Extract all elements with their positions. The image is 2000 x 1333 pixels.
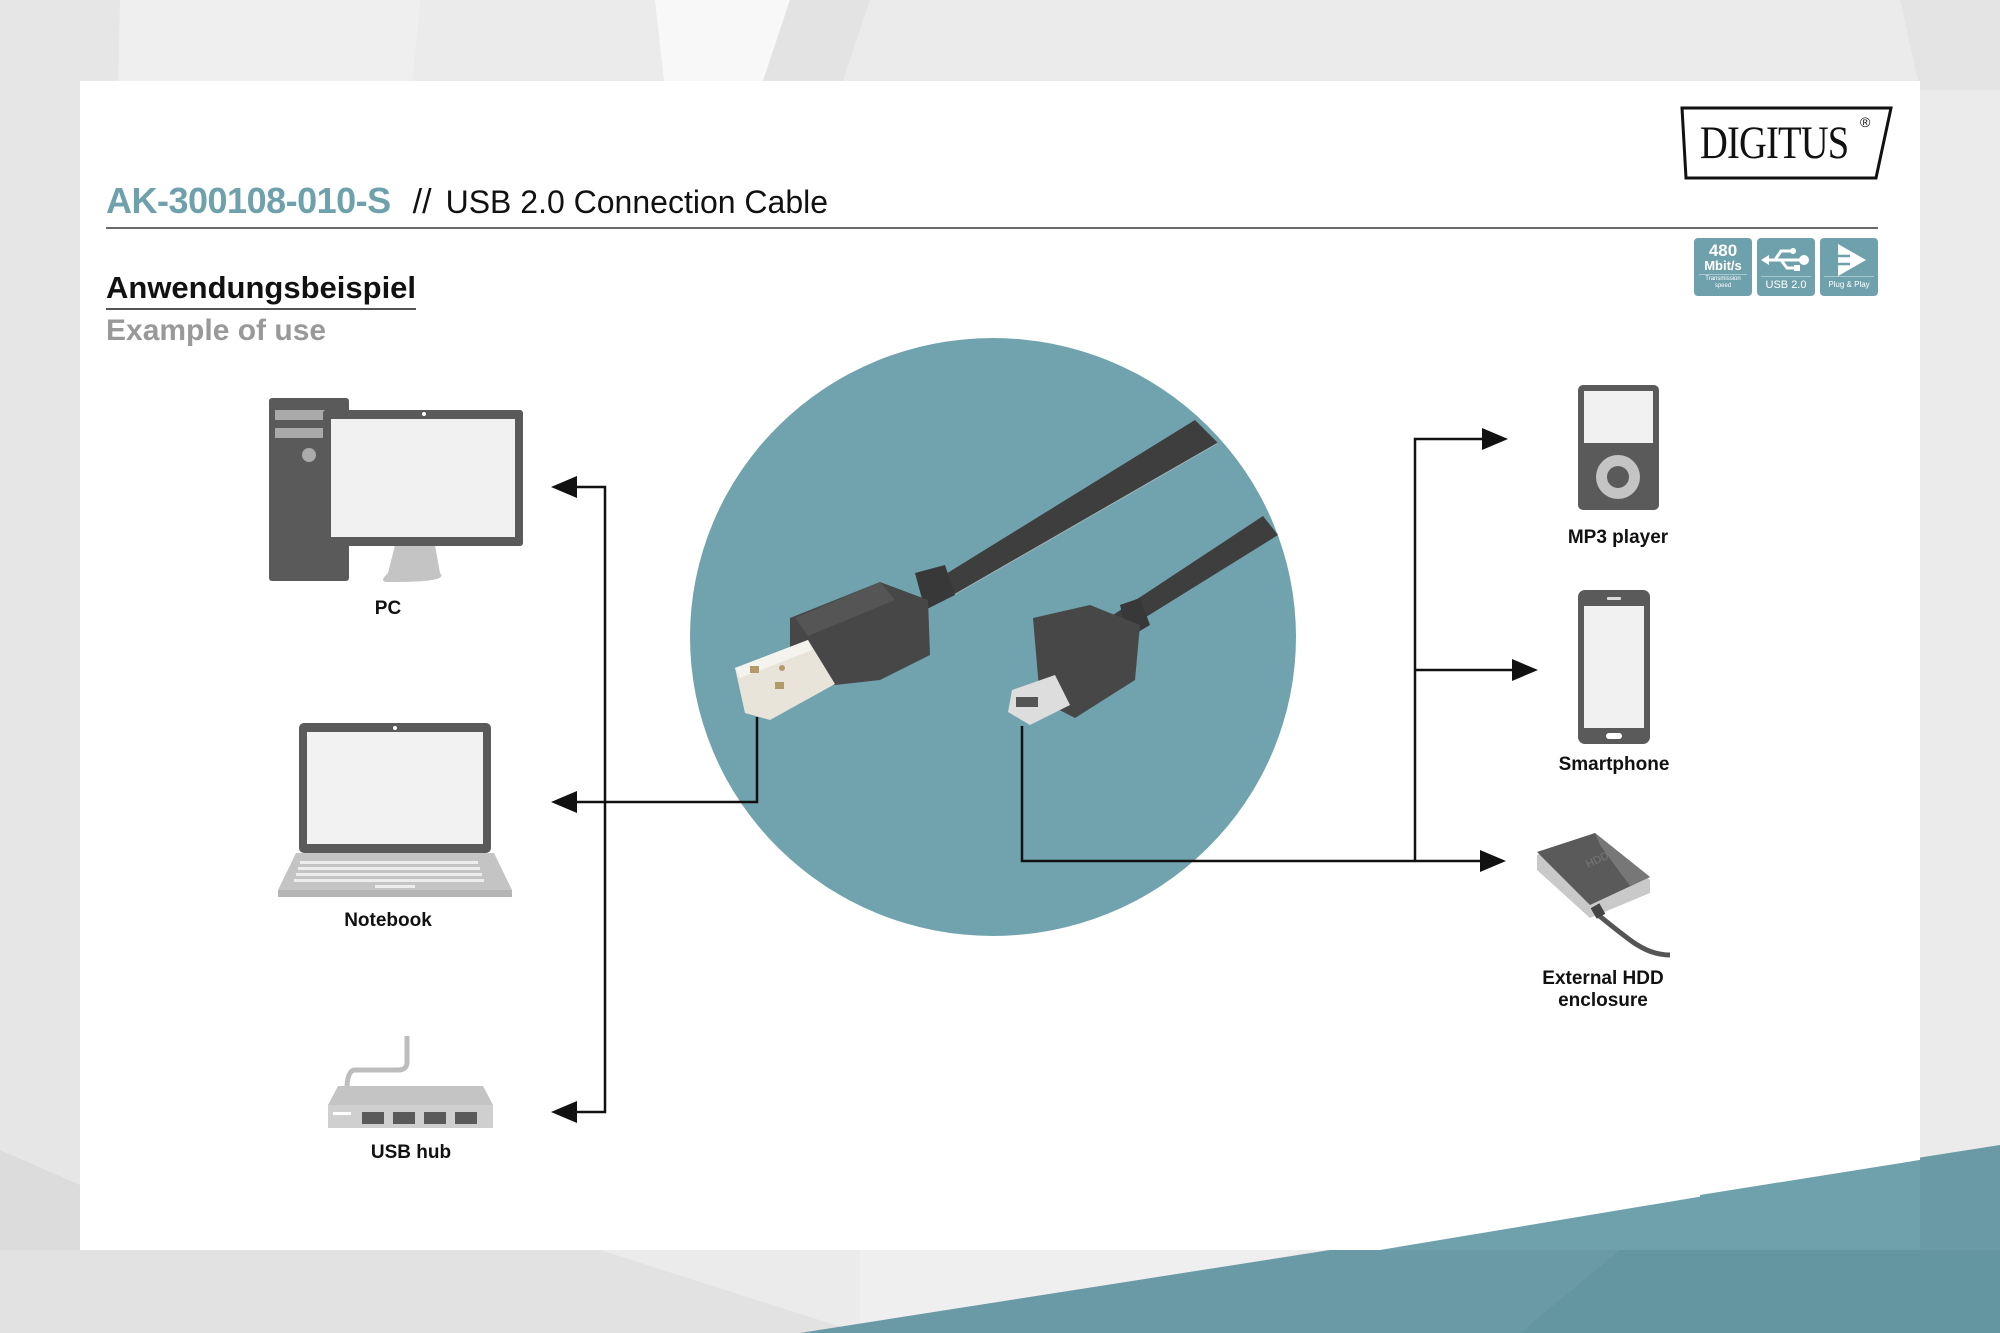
mini-b-connector xyxy=(1008,598,1150,725)
usb-icon xyxy=(1761,248,1809,271)
arrow-to-hdd xyxy=(1480,850,1506,872)
product-sku: AK-300108-010-S xyxy=(106,180,391,221)
title-separator: // xyxy=(412,183,432,221)
device-label-smartphone: Smartphone xyxy=(1558,754,1670,775)
section-title-english: Example of use xyxy=(106,314,327,347)
page-title: AK-300108-010-S // USB 2.0 Connection Cabl… xyxy=(106,180,828,222)
device-label-mp3-player: MP3 player xyxy=(1567,527,1669,548)
badge-plug-play: Plug & Play xyxy=(1820,238,1878,296)
device-label-usb-hub: USB hub xyxy=(370,1142,452,1163)
badge-speed-unit: Mbit/s xyxy=(1704,258,1742,273)
device-label-hdd-line2: enclosure xyxy=(1558,990,1648,1011)
device-label-pc: PC xyxy=(374,598,402,619)
badge-usb: USB 2.0 xyxy=(1757,238,1815,296)
arrow-to-usb-hub xyxy=(551,1101,577,1123)
cable-wire-minib xyxy=(1113,516,1278,630)
product-name: USB 2.0 Connection Cable xyxy=(445,184,829,220)
badge-plug-play-label: Plug & Play xyxy=(1824,276,1874,291)
badge-usb-label: USB 2.0 xyxy=(1761,276,1811,291)
arrow-to-smartphone xyxy=(1512,659,1538,681)
arrow-to-notebook xyxy=(551,791,577,813)
section-title-german: Anwendungsbeispiel xyxy=(106,270,417,310)
cable-wire-a xyxy=(928,420,1219,601)
header-divider xyxy=(106,227,1878,229)
device-label-notebook: Notebook xyxy=(344,910,432,931)
brand-logo: DIGITUS xyxy=(1700,117,1849,169)
registered-mark: ® xyxy=(1860,114,1871,130)
badge-speed-value: 480 xyxy=(1708,241,1738,260)
arrow-to-pc xyxy=(551,476,577,498)
arrow-to-mp3 xyxy=(1482,428,1508,450)
device-label-external-hdd: External HDD enclosure xyxy=(1542,968,1663,1012)
badge-speed-caption: Transmission speed xyxy=(1699,274,1747,290)
usb-a-connector xyxy=(735,565,955,720)
badge-speed: 480 Mbit/s Transmission speed xyxy=(1694,238,1752,296)
plug-and-play-icon xyxy=(1838,244,1866,276)
device-label-hdd-line1: External HDD xyxy=(1542,968,1664,989)
